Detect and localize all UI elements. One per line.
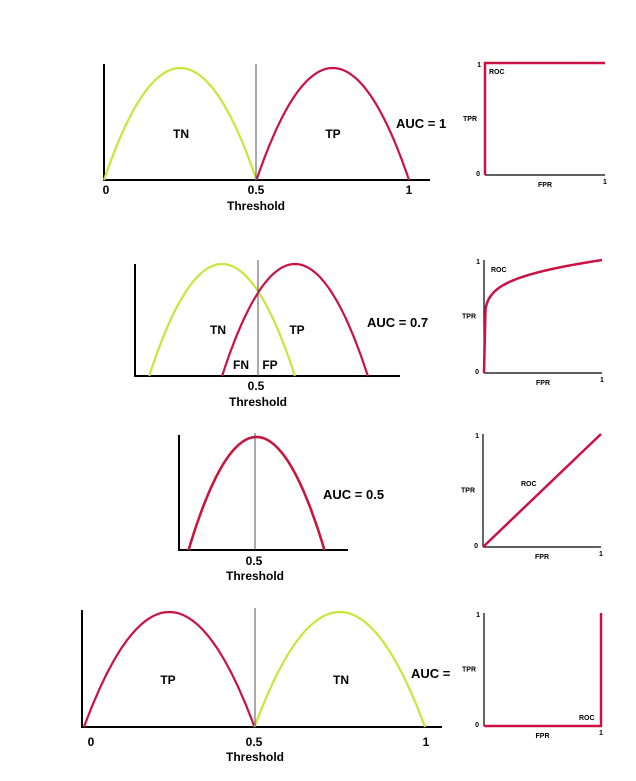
distribution-curve-TP: [221, 262, 369, 377]
roc-x-label: FPR: [535, 554, 549, 561]
roc-tick-y-max: 1: [476, 612, 480, 619]
roc-x-label: FPR: [538, 182, 552, 189]
distribution-curve-TN: [148, 262, 296, 377]
region-label-tn: TN: [173, 127, 189, 141]
roc-tick-x-max: 1: [599, 730, 603, 737]
roc-curve: [483, 61, 605, 175]
region-label-tp: TP: [160, 673, 175, 687]
roc-tick-origin: 0: [476, 171, 480, 178]
roc-tick-y-max: 1: [476, 259, 480, 266]
roc-tick-x-max: 1: [599, 551, 603, 558]
roc-y-label: TPR: [462, 667, 476, 674]
region-label-tp: TP: [289, 323, 304, 337]
x-tick-label: 0: [103, 183, 110, 197]
roc-tick-origin: 0: [475, 722, 479, 729]
x-tick-label: 1: [406, 183, 413, 197]
auc-label: AUC = 1: [396, 116, 446, 131]
roc-curve: [482, 433, 602, 548]
x-tick-label: 0.5: [248, 379, 265, 393]
distribution-curve-positive: [187, 435, 326, 551]
roc-y-label: TPR: [461, 488, 475, 495]
roc-plot: ROC FPR TPR 0 1 1: [462, 258, 604, 387]
x-axis-label: Threshold: [227, 199, 285, 213]
roc-tick-x-max: 1: [600, 377, 604, 384]
roc-label: ROC: [521, 481, 537, 488]
auc-label: AUC =: [411, 666, 451, 681]
region-label-tn: TN: [210, 323, 226, 337]
roc-tick-origin: 0: [474, 543, 478, 550]
roc-y-label: TPR: [462, 314, 476, 321]
region-label-tn: TN: [333, 673, 349, 687]
x-axis-label: Threshold: [226, 569, 284, 583]
roc-y-label: TPR: [463, 116, 477, 123]
roc-plot: ROC FPR TPR 0 1 1: [462, 612, 603, 740]
roc-curve: [482, 258, 603, 374]
x-tick-label: 1: [423, 735, 430, 749]
distribution-curve-TN: [253, 610, 427, 728]
roc-x-label: FPR: [536, 380, 550, 387]
roc-label: ROC: [491, 267, 507, 274]
distribution-curve-TP: [255, 66, 411, 181]
x-tick-label: 0: [88, 735, 95, 749]
region-label-fn: FN: [233, 358, 249, 372]
auc-label: AUC = 0.5: [323, 487, 384, 502]
x-axis-label: Threshold: [229, 395, 287, 409]
roc-label: ROC: [489, 69, 505, 76]
roc-plot: ROC FPR TPR 0 1 1: [461, 433, 603, 561]
roc-tick-y-max: 1: [477, 62, 481, 69]
roc-x-label: FPR: [536, 733, 550, 740]
x-tick-label: 0.5: [246, 735, 263, 749]
x-axis-label: Threshold: [226, 750, 284, 764]
distribution-curve-TP: [82, 610, 256, 728]
roc-label: ROC: [579, 715, 595, 722]
roc-tick-y-max: 1: [475, 433, 479, 440]
x-tick-label: 0.5: [246, 554, 263, 568]
roc-plot: ROC FPR TPR 0 1 1: [463, 61, 607, 189]
x-tick-label: 0.5: [248, 183, 265, 197]
region-label-tp: TP: [325, 127, 340, 141]
roc-tick-x-max: 1: [603, 179, 607, 186]
roc-tick-origin: 0: [475, 369, 479, 376]
roc-curve: [484, 613, 603, 728]
auc-label: AUC = 0.7: [367, 315, 428, 330]
distribution-curve-TN: [102, 66, 258, 181]
region-label-fp: FP: [262, 358, 277, 372]
